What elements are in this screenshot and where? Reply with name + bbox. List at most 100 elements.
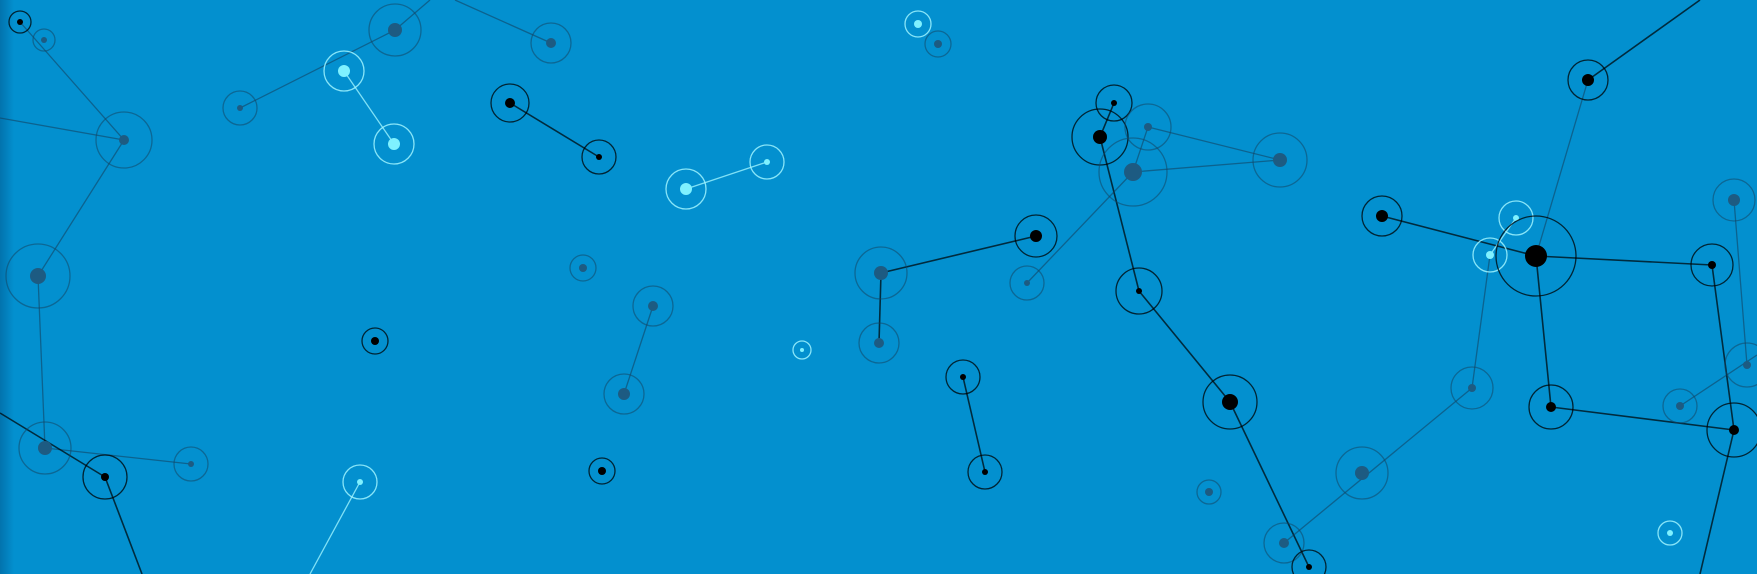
network-node-ring	[1014, 214, 1058, 258]
network-node-ring	[1657, 520, 1683, 546]
network-node	[854, 246, 908, 300]
network-node	[945, 359, 981, 395]
network-node-ring	[490, 83, 530, 123]
network-node	[1202, 374, 1258, 430]
network-node	[1252, 132, 1308, 188]
network-node-dot	[1111, 100, 1117, 106]
network-node-dot	[357, 479, 363, 485]
network-node-ring	[792, 340, 812, 360]
network-node-dot	[388, 138, 400, 150]
network-edge	[44, 447, 192, 465]
network-node-ring	[1124, 103, 1172, 151]
network-node-dot	[41, 37, 47, 43]
network-edge	[343, 70, 395, 145]
network-node-ring	[588, 457, 616, 485]
network-edge	[309, 481, 361, 574]
network-edge	[104, 476, 143, 574]
network-node-dot	[934, 40, 942, 48]
network-node-ring	[1115, 267, 1163, 315]
network-node-ring	[1706, 402, 1757, 458]
network-node-dot	[1582, 74, 1594, 86]
network-node-dot	[914, 20, 922, 28]
network-node-ring	[924, 30, 952, 58]
network-node-ring	[1263, 522, 1305, 564]
network-node-ring	[8, 10, 32, 34]
network-node-dot	[1273, 153, 1287, 167]
network-edge	[509, 102, 600, 158]
network-node	[82, 454, 128, 500]
network-node-dot	[874, 266, 888, 280]
network-edge	[1229, 401, 1310, 568]
network-node-dot	[1486, 251, 1494, 259]
network-node-ring	[82, 454, 128, 500]
network-node	[924, 30, 952, 58]
network-edge	[1587, 0, 1701, 81]
network-node-dot	[1306, 564, 1312, 570]
network-node-dot	[618, 388, 630, 400]
network-node	[904, 10, 932, 38]
network-node-ring	[222, 90, 258, 126]
network-edge	[1381, 215, 1537, 257]
network-node	[588, 457, 616, 485]
network-edge	[1138, 290, 1231, 403]
network-node-ring	[1567, 59, 1609, 101]
network-node	[1115, 267, 1163, 315]
network-node-dot	[1513, 215, 1519, 221]
network-node-ring	[632, 285, 674, 327]
network-node	[361, 327, 389, 355]
network-node-dot	[30, 268, 46, 284]
network-edge	[1550, 406, 1735, 431]
network-node-dot	[188, 461, 194, 467]
network-node-dot	[1030, 230, 1042, 242]
network-node	[95, 111, 153, 169]
network-node	[8, 10, 32, 34]
network-node	[1071, 108, 1129, 166]
network-node-ring	[1472, 237, 1508, 273]
network-node-ring	[1690, 243, 1734, 287]
network-node-dot	[800, 348, 804, 352]
network-node-dot	[1676, 402, 1684, 410]
network-node-dot	[1222, 394, 1238, 410]
network-edge	[1099, 136, 1140, 292]
network-node-ring	[95, 111, 153, 169]
network-node-dot	[764, 159, 770, 165]
network-edge	[0, 117, 125, 141]
network-node	[1009, 265, 1045, 301]
network-node	[581, 139, 617, 175]
network-edge	[1535, 255, 1713, 266]
network-node	[967, 454, 1003, 490]
network-edge	[1711, 264, 1735, 431]
network-edge	[454, 0, 552, 44]
network-node	[1098, 137, 1168, 207]
network-node	[1662, 388, 1698, 424]
network-node	[665, 168, 707, 210]
network-edge	[878, 272, 882, 344]
network-node-dot	[1667, 530, 1673, 536]
network-node-ring	[749, 144, 785, 180]
network-node	[18, 421, 72, 475]
network-node-dot	[38, 441, 52, 455]
network-node-ring	[373, 123, 415, 165]
network-edge	[962, 376, 986, 473]
network-node	[530, 22, 572, 64]
network-node-dot	[1525, 245, 1547, 267]
network-node	[1712, 178, 1756, 222]
network-node-ring	[1009, 265, 1045, 301]
network-node	[373, 123, 415, 165]
network-node-ring	[361, 327, 389, 355]
network-node-ring	[1095, 84, 1133, 122]
network-node-dot	[596, 154, 602, 160]
network-node-dot	[388, 23, 402, 37]
network-node-ring	[342, 464, 378, 500]
network-node-dot	[1124, 163, 1142, 181]
network-node-dot	[1024, 280, 1030, 286]
network-node-ring	[1196, 479, 1222, 505]
network-node-ring	[1662, 388, 1698, 424]
network-node-dot	[680, 183, 692, 195]
network-node-ring	[530, 22, 572, 64]
network-node-dot	[579, 264, 587, 272]
network-node-dot	[1376, 210, 1388, 222]
network-node-dot	[17, 19, 23, 25]
network-node-ring	[665, 168, 707, 210]
network-node	[5, 243, 71, 309]
